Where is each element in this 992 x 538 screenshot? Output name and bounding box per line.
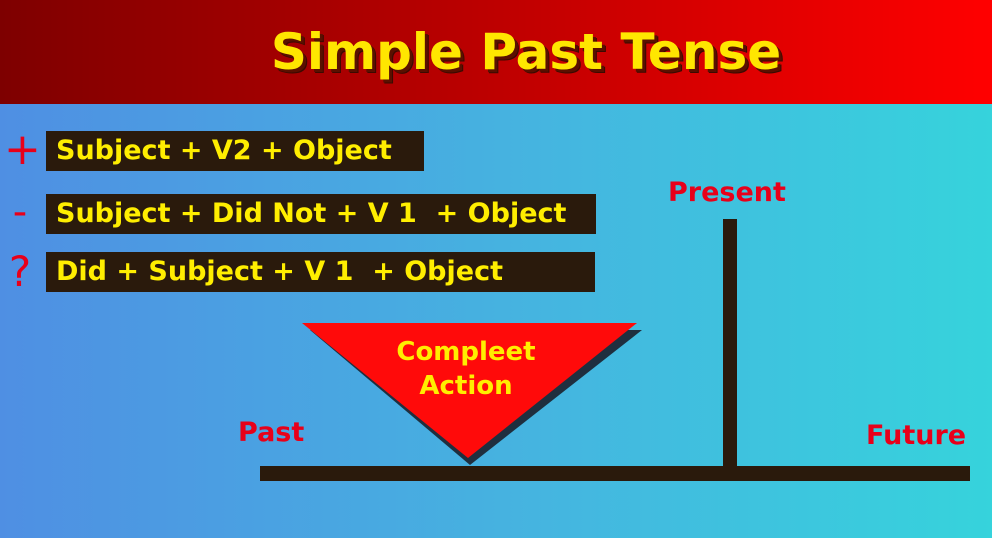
affirmative-formula: Subject + V2 + Object: [46, 131, 424, 171]
action-triangle: [302, 323, 637, 458]
title-banner: Simple Past Tense: [0, 0, 992, 104]
future-label: Future: [866, 420, 967, 451]
question-formula: Did + Subject + V 1 + Object: [46, 252, 595, 292]
present-label: Present: [668, 177, 786, 208]
negative-formula: Subject + Did Not + V 1 + Object: [46, 194, 596, 234]
past-label: Past: [238, 417, 305, 448]
affirmative-symbol: +: [4, 124, 41, 175]
timeline-horizontal-line: [260, 466, 970, 481]
page-title: Simple Past Tense: [270, 23, 782, 81]
triangle-label-line2: Action: [419, 371, 513, 401]
negative-symbol: -: [12, 189, 28, 235]
triangle-label: Compleet Action: [366, 335, 566, 403]
question-symbol: ?: [8, 247, 32, 296]
present-vertical-line: [723, 219, 737, 481]
triangle-label-line1: Compleet: [396, 337, 536, 367]
